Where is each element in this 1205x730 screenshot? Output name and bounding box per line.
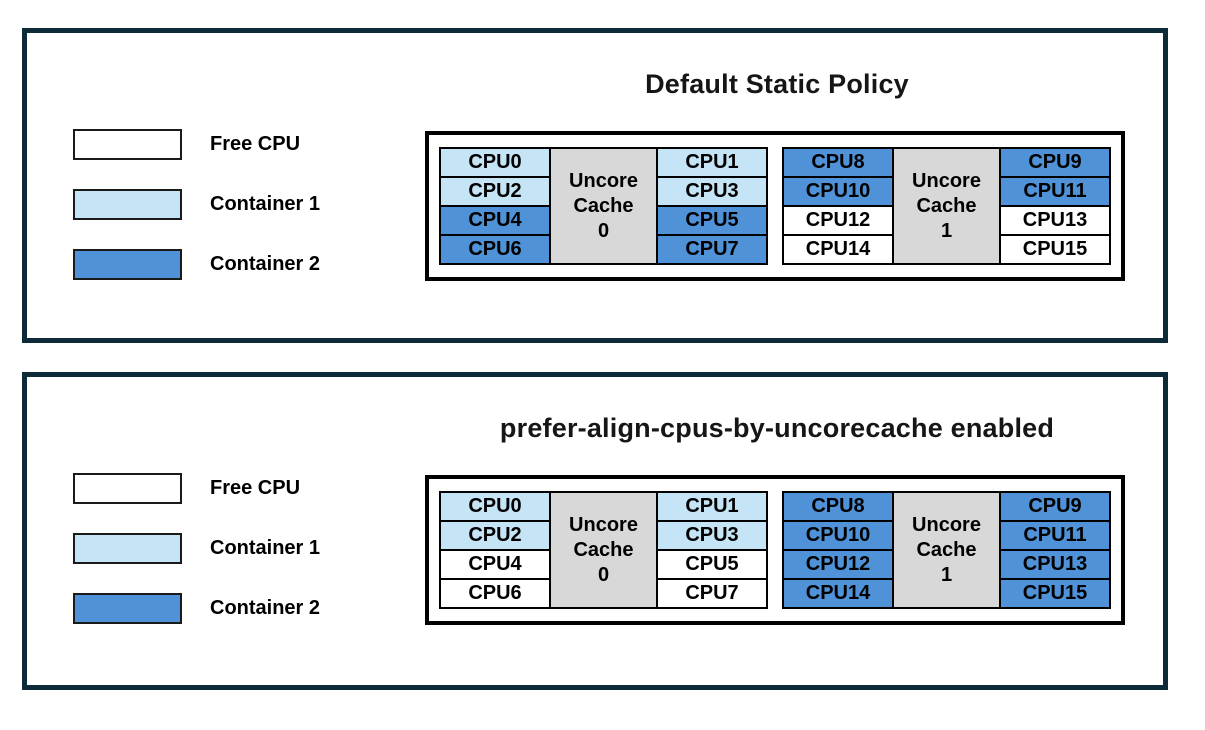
cpu-cell-cpu10: CPU10: [782, 176, 894, 207]
cpu-cell-cpu6: CPU6: [439, 578, 551, 609]
legend-swatch-container1: [73, 189, 182, 220]
cpu-cell-cpu12: CPU12: [782, 549, 894, 580]
cpu-cell-cpu13: CPU13: [999, 205, 1111, 236]
legend: Free CPU Container 1 Container 2: [73, 129, 320, 280]
cpu-cell-cpu3: CPU3: [656, 176, 768, 207]
cpu-cell-cpu10: CPU10: [782, 520, 894, 551]
legend-item: Container 2: [73, 249, 320, 280]
legend-swatch-free_cpu: [73, 129, 182, 160]
cpu-cell-cpu12: CPU12: [782, 205, 894, 236]
cpu-cell-cpu6: CPU6: [439, 234, 551, 265]
uncore-cache-label: Uncore: [569, 169, 638, 192]
uncore-cache-label: Uncore: [912, 169, 981, 192]
panel-title: prefer-align-cpus-by-uncorecache enabled: [499, 413, 1055, 443]
legend-label: Container 2: [210, 597, 321, 619]
legend-item: Container 2: [73, 593, 320, 624]
cpu-cell-cpu8: CPU8: [782, 491, 894, 522]
legend-swatch-container1: [73, 533, 182, 564]
cpu-cell-cpu2: CPU2: [439, 176, 551, 207]
legend-swatch-container2: [73, 593, 182, 624]
uncore-cache-label: Uncore: [912, 513, 981, 536]
legend-item: Free CPU: [73, 129, 320, 160]
cpu-cell-cpu9: CPU9: [999, 491, 1111, 522]
legend-swatch-free_cpu: [73, 473, 182, 504]
cpu-cell-cpu11: CPU11: [999, 176, 1111, 207]
panel-title: Default Static Policy: [645, 69, 909, 99]
legend-label: Free CPU: [210, 133, 301, 155]
legend-label: Container 1: [210, 537, 321, 559]
cpu-cell-cpu14: CPU14: [782, 578, 894, 609]
cpu-cell-cpu11: CPU11: [999, 520, 1111, 551]
legend-item: Container 1: [73, 533, 320, 564]
uncore-cache-label: Uncore: [569, 513, 638, 536]
cpu-cell-cpu4: CPU4: [439, 205, 551, 236]
uncore-cache-label: Cache: [916, 194, 977, 217]
cpu-cell-cpu13: CPU13: [999, 549, 1111, 580]
legend-label: Free CPU: [210, 477, 301, 499]
uncore-cache-label: Cache: [573, 538, 634, 561]
legend-label: Container 1: [210, 193, 321, 215]
cpu-cell-cpu14: CPU14: [782, 234, 894, 265]
legend-item: Container 1: [73, 189, 320, 220]
legend: Free CPU Container 1 Container 2: [73, 473, 320, 624]
cpu-cell-cpu1: CPU1: [656, 491, 768, 522]
uncore-cache-label: 1: [940, 563, 953, 586]
uncore-cache-label: 0: [597, 563, 610, 586]
legend-item: Free CPU: [73, 473, 320, 504]
cpu-cell-cpu15: CPU15: [999, 234, 1111, 265]
uncore-cache-label: Cache: [573, 194, 634, 217]
cpu-cell-cpu5: CPU5: [656, 549, 768, 580]
uncore-cache-label: 1: [940, 219, 953, 242]
cpu-cell-cpu1: CPU1: [656, 147, 768, 178]
legend-swatch-container2: [73, 249, 182, 280]
cpu-cell-cpu4: CPU4: [439, 549, 551, 580]
cpu-cell-cpu8: CPU8: [782, 147, 894, 178]
cpu-cell-cpu0: CPU0: [439, 147, 551, 178]
uncore-cache-label: Cache: [916, 538, 977, 561]
legend-label: Container 2: [210, 253, 321, 275]
cpu-cell-cpu9: CPU9: [999, 147, 1111, 178]
uncore-cache-label: 0: [597, 219, 610, 242]
cpu-cell-cpu2: CPU2: [439, 520, 551, 551]
cpu-cell-cpu3: CPU3: [656, 520, 768, 551]
cpu-cell-cpu5: CPU5: [656, 205, 768, 236]
cpu-cell-cpu7: CPU7: [656, 234, 768, 265]
panel-default-static-policy: Default Static Policy Free CPU Container …: [22, 28, 1168, 343]
panel-prefer-align-uncorecache: prefer-align-cpus-by-uncorecache enabled…: [22, 372, 1168, 690]
cpu-cell-cpu15: CPU15: [999, 578, 1111, 609]
cpu-cell-cpu0: CPU0: [439, 491, 551, 522]
cpu-cell-cpu7: CPU7: [656, 578, 768, 609]
